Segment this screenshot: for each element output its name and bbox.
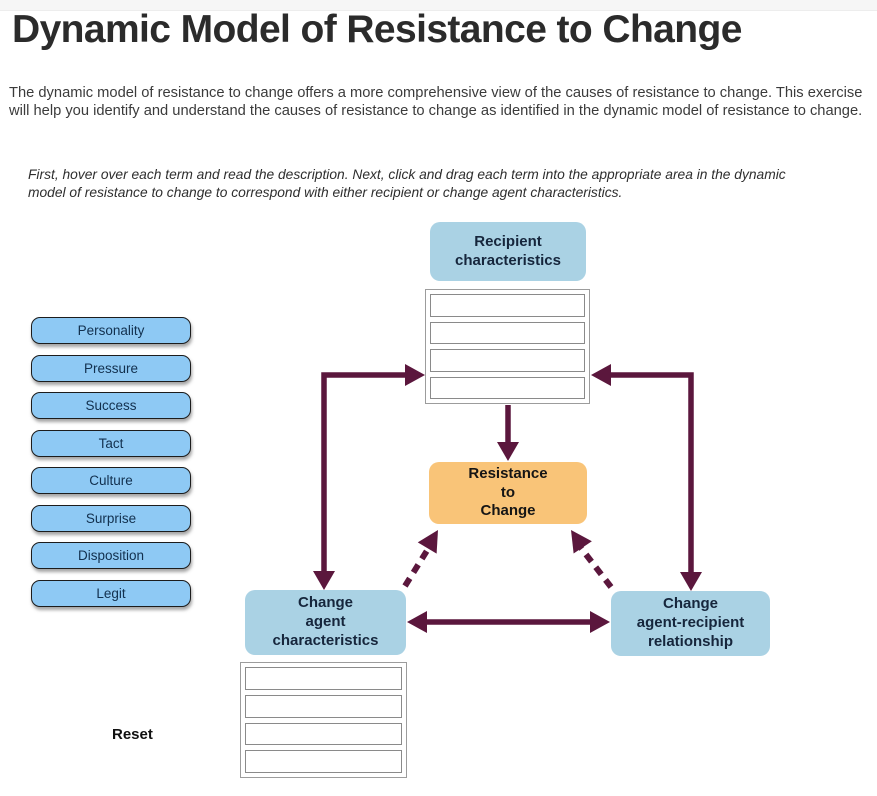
agent-drop-slot-1[interactable] xyxy=(245,667,402,690)
arrow-recipient-agent-elbow xyxy=(313,364,425,590)
agent-drop-slot-3[interactable] xyxy=(245,722,402,746)
agent-line: Change xyxy=(297,594,353,612)
reset-button[interactable]: Reset xyxy=(112,726,153,743)
agent-drop-slot-2[interactable] xyxy=(245,694,402,718)
resistance-to-change-box: Resistance to Change xyxy=(429,462,587,524)
recipient-line: Recipient xyxy=(474,232,542,250)
change-agent-recipient-relationship-box: Change agent-recipient relationship xyxy=(611,591,770,656)
change-agent-characteristics-box: Change agent characteristics xyxy=(245,590,406,655)
term-disposition[interactable]: Disposition xyxy=(31,542,191,569)
term-list: Personality Pressure Success Tact Cultur… xyxy=(31,317,191,607)
instructions-text: First, hover over each term and read the… xyxy=(28,167,786,200)
relationship-line: relationship xyxy=(647,632,733,650)
agent-line: agent xyxy=(305,613,346,631)
term-surprise[interactable]: Surprise xyxy=(31,504,191,532)
recipient-drop-slot-4[interactable] xyxy=(430,376,585,399)
arrow-agent-to-resistance-dashed xyxy=(402,530,438,588)
arrow-relationship-to-resistance-dashed xyxy=(571,530,614,589)
term-pressure[interactable]: Pressure xyxy=(31,354,191,382)
arrow-recipient-relationship-elbow xyxy=(591,364,702,591)
term-tact[interactable]: Tact xyxy=(31,429,191,457)
recipient-drop-slot-1[interactable] xyxy=(430,294,585,317)
resistance-line: Resistance xyxy=(468,464,548,482)
term-success[interactable]: Success xyxy=(31,392,191,419)
top-band xyxy=(0,0,877,11)
recipient-drop-slot-3[interactable] xyxy=(430,349,585,372)
page-title: Dynamic Model of Resistance to Change xyxy=(12,8,742,51)
agent-line: characteristics xyxy=(272,631,379,649)
intro-paragraph: The dynamic model of resistance to chang… xyxy=(9,85,863,120)
recipient-line: characteristics xyxy=(455,251,561,269)
agent-drop-slot-4[interactable] xyxy=(245,750,402,773)
recipient-drop-slot-2[interactable] xyxy=(430,321,585,344)
change-agent-dropzone[interactable] xyxy=(240,662,407,778)
recipient-dropzone[interactable] xyxy=(425,289,590,404)
relationship-line: agent-recipient xyxy=(636,614,745,632)
arrow-agent-relationship-double xyxy=(407,611,610,633)
arrow-recipient-to-resistance xyxy=(497,405,519,461)
term-culture[interactable]: Culture xyxy=(31,467,191,494)
resistance-line: to xyxy=(500,483,516,501)
recipient-characteristics-box: Recipient characteristics xyxy=(430,222,586,281)
term-personality[interactable]: Personality xyxy=(31,317,191,344)
term-legit[interactable]: Legit xyxy=(31,579,191,607)
resistance-line: Change xyxy=(480,502,536,520)
relationship-line: Change xyxy=(662,595,718,613)
